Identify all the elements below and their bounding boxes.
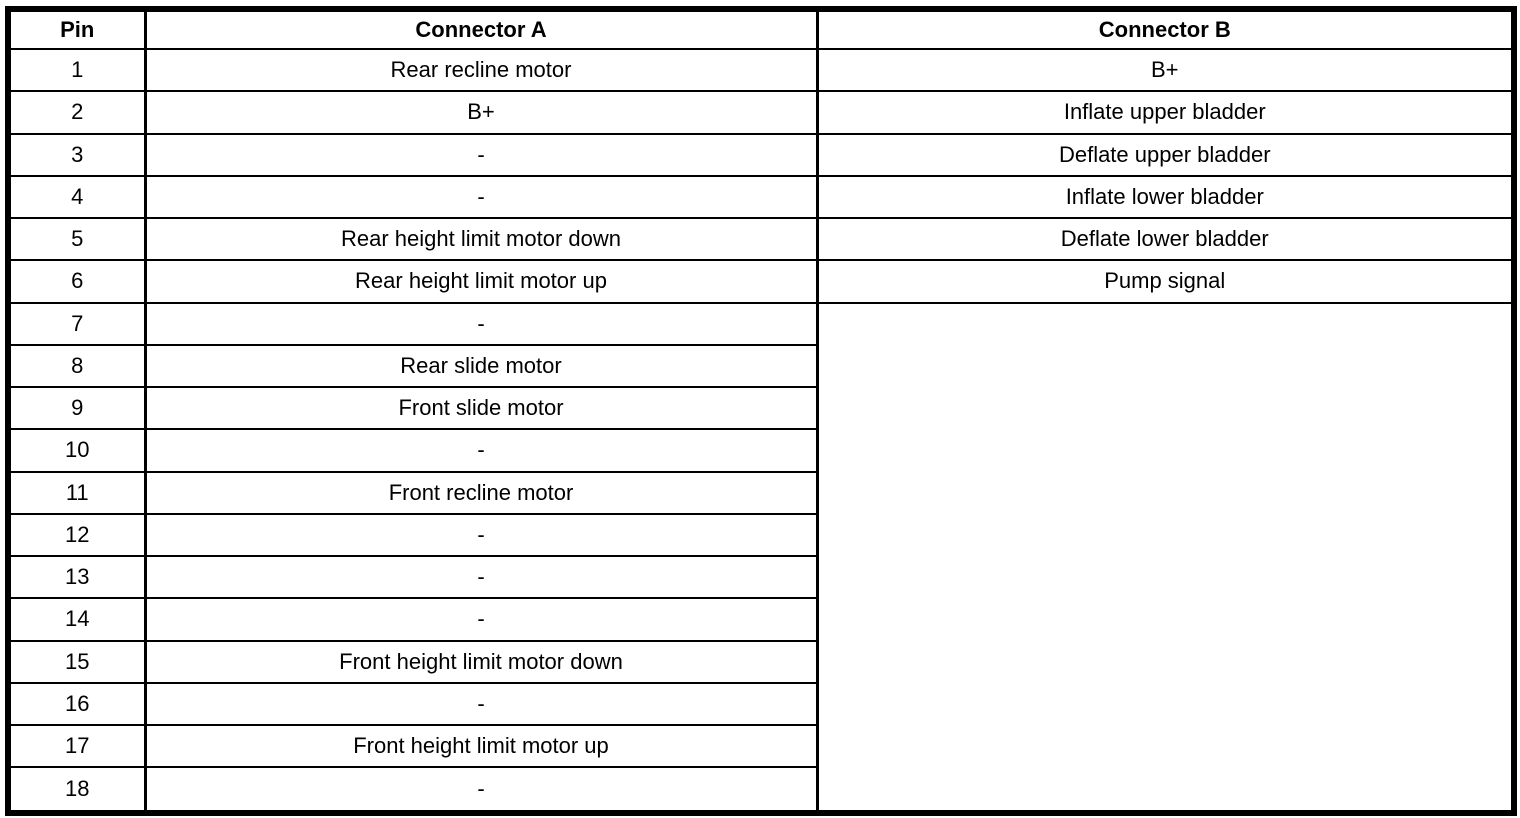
connector-b-cell: Inflate lower bladder [815,174,1516,220]
column-header-pin: Pin [6,8,147,50]
column-header-connector-b: Connector B [815,8,1516,50]
table-row: 16- [6,681,1514,727]
connector-a-cell: - [143,681,819,727]
connector-a-cell: - [143,597,819,642]
connector-a-cell: - [143,174,819,220]
connector-a-cell: Rear recline motor [143,47,819,93]
pin-cell: 12 [6,512,147,558]
connector-b-cell: Pump signal [815,259,1516,304]
pin-cell: 8 [6,343,147,389]
pin-cell: 15 [6,639,147,684]
connector-a-cell: Rear height limit motor down [143,216,819,262]
pin-cell: 6 [6,259,147,304]
pin-cell: 14 [6,597,147,642]
connector-b-cell: Deflate upper bladder [815,132,1516,177]
pin-cell: 17 [6,723,147,769]
connector-a-cell: - [143,554,819,600]
connector-a-cell: - [143,512,819,558]
connector-a-cell: - [143,766,819,814]
connector-a-cell: - [143,301,819,346]
connector-a-cell: Rear height limit motor up [143,259,819,304]
pin-cell: 10 [6,428,147,473]
connector-a-cell: Rear slide motor [143,343,819,389]
pin-cell: 2 [6,90,147,135]
table-row: 18- [6,766,1514,814]
table-row: 12- [6,512,1514,558]
connector-b-cell: Inflate upper bladder [815,90,1516,135]
table-row: 4-Inflate lower bladder [6,174,1516,220]
pin-cell: 4 [6,174,147,220]
connector-b-cell: Deflate lower bladder [815,216,1516,262]
table-row: 14- [6,597,1514,642]
table-header-row: Pin Connector A Connector B [6,8,1516,50]
connector-b-merged-empty-cell [815,301,1516,814]
table-row: 7- [6,301,1516,814]
connector-a-cell: B+ [143,90,819,135]
pin-cell: 9 [6,385,147,431]
pin-cell: 16 [6,681,147,727]
pin-cell: 3 [6,132,147,177]
connector-a-cell: Front slide motor [143,385,819,431]
pin-cell: 5 [6,216,147,262]
connector-b-cell: B+ [815,47,1516,93]
column-header-connector-a: Connector A [143,8,819,50]
pin-cell: 18 [6,766,147,814]
connector-a-cell: - [143,428,819,473]
pin-cell: 11 [6,470,147,515]
table-row: 3-Deflate upper bladder [6,132,1516,177]
table-row: 13- [6,554,1514,600]
connector-a-cell: Front recline motor [143,470,819,515]
connector-a-cell: Front height limit motor up [143,723,819,769]
pin-cell: 7 [6,301,147,346]
pin-cell: 13 [6,554,147,600]
table-row: 10- [6,428,1514,473]
pin-cell: 1 [6,47,147,93]
connector-a-cell: Front height limit motor down [143,639,819,684]
connector-a-cell: - [143,132,819,177]
